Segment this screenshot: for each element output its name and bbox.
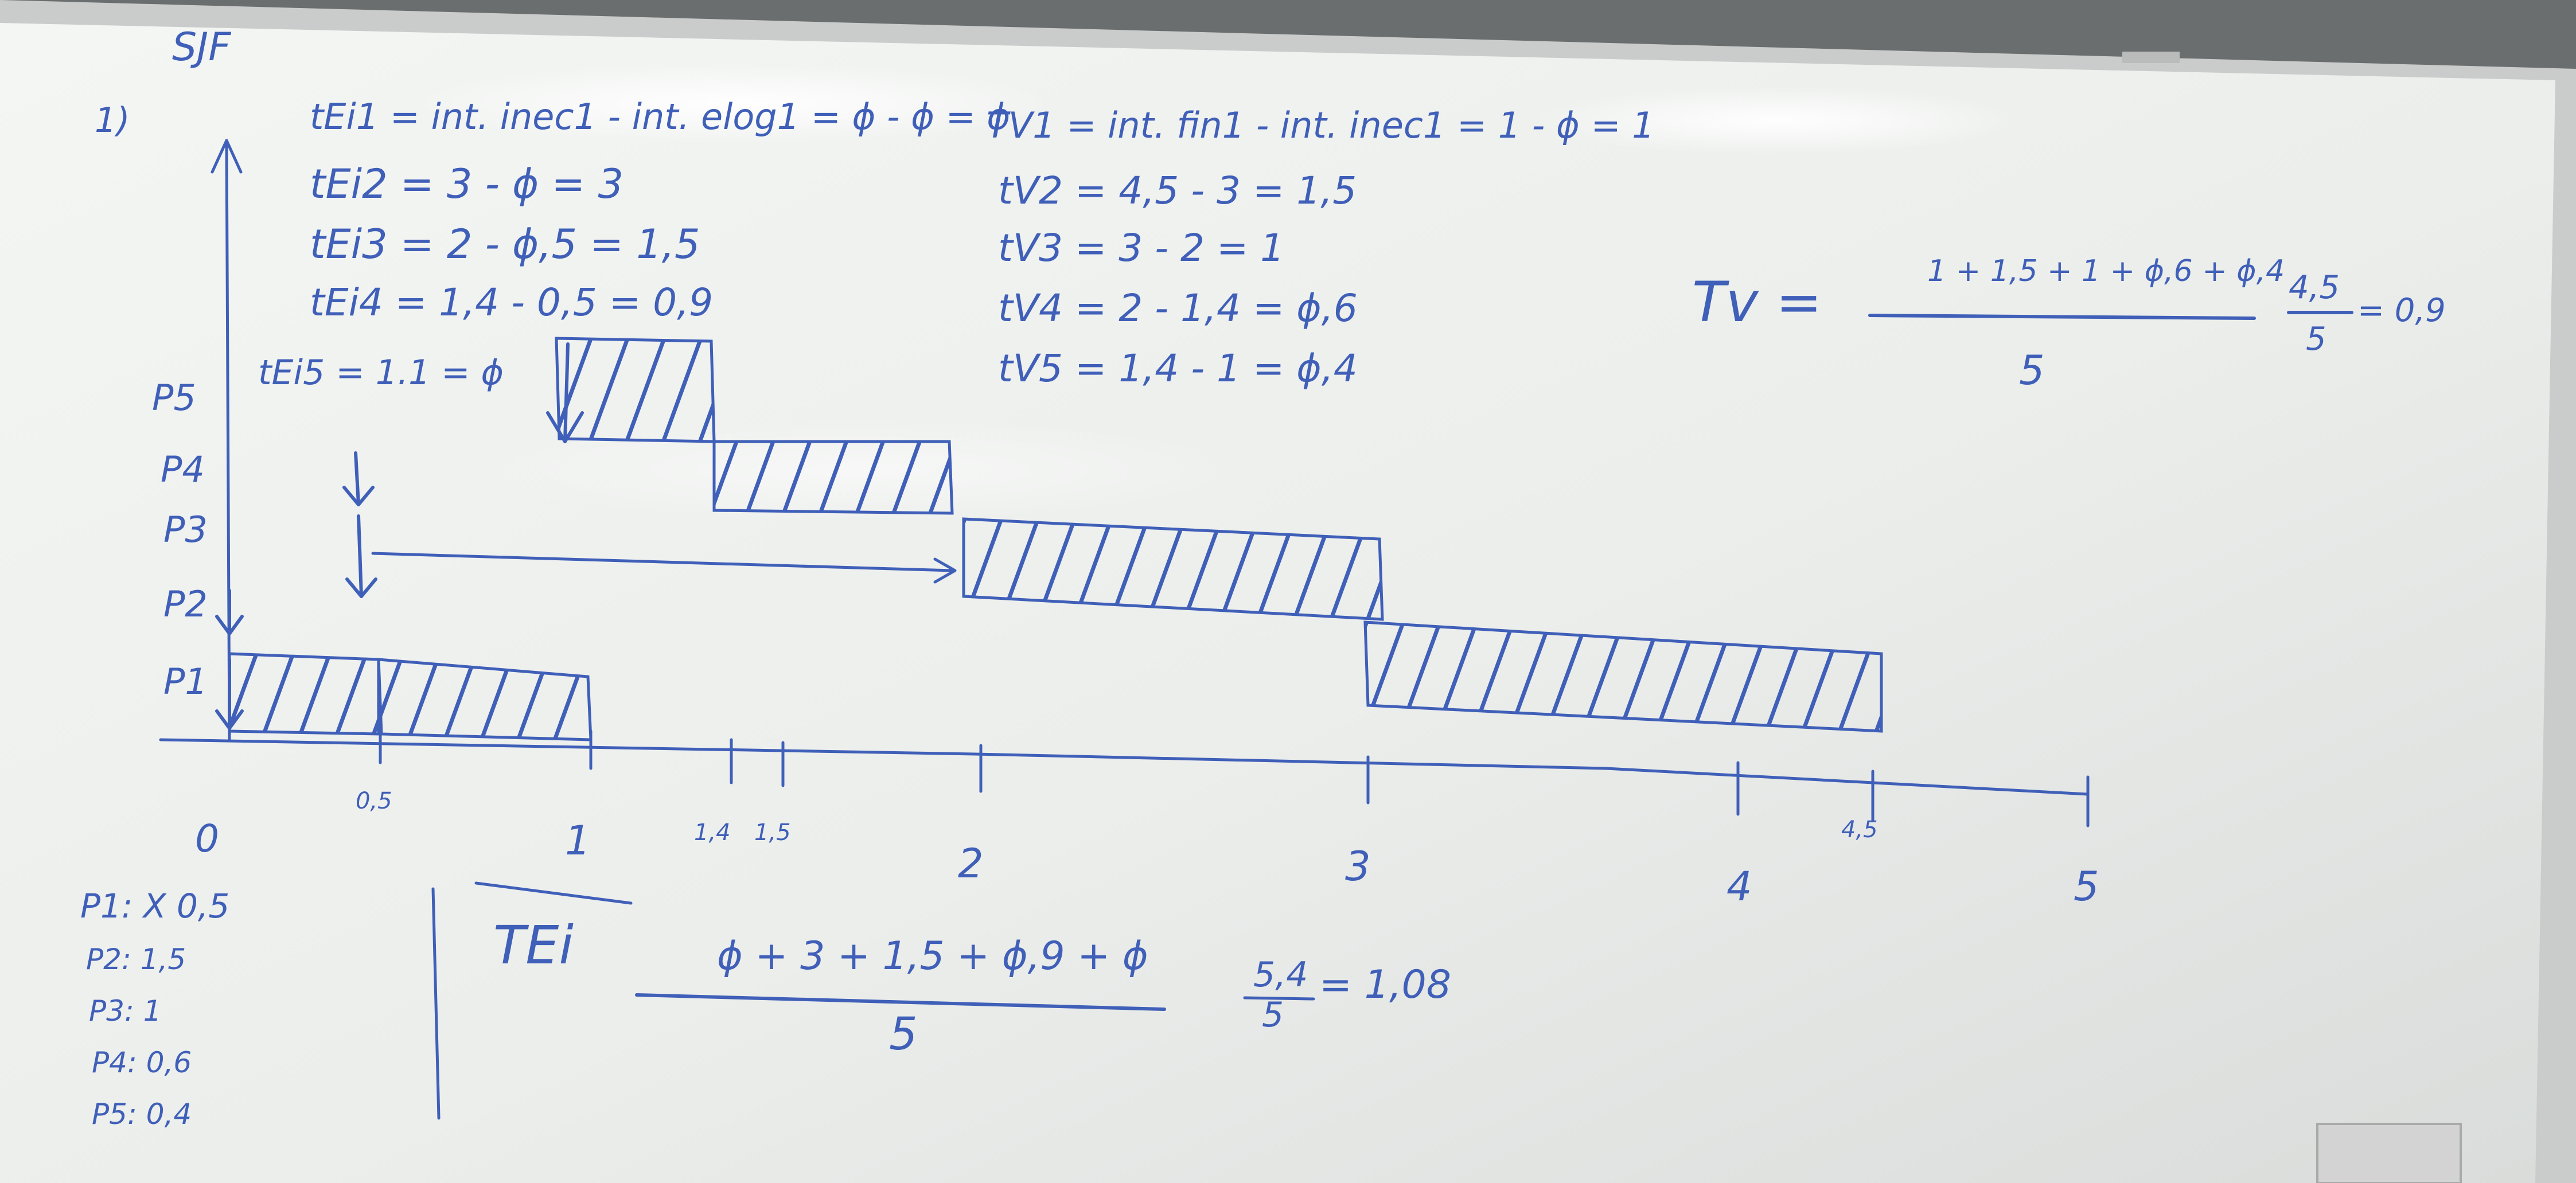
- gantt-diagram: P5 P4 P3 P2 P1: [152, 139, 2099, 910]
- tick-label: 4: [1727, 863, 1752, 910]
- tei-mid-num: 5,4: [1253, 955, 1308, 995]
- process-label: P5: [152, 377, 196, 419]
- turnaround-times: TV1 = int. fin1 - int. inec1 = 1 - ϕ = 1…: [987, 104, 1655, 391]
- wait-line: tEi5 = 1.1 = ϕ: [258, 353, 504, 393]
- heading: SJF: [172, 25, 231, 70]
- glare: [1531, 86, 2025, 155]
- tv-lhs: Tv =: [1692, 270, 1822, 334]
- tv-result-num: 4,5: [2289, 269, 2340, 306]
- tick-label: 1,4: [694, 819, 731, 846]
- board-clip: [2122, 52, 2180, 63]
- gantt-bar-p4: [712, 440, 954, 515]
- tick-label: 4,5: [1841, 817, 1878, 843]
- arrow-head: [933, 557, 957, 584]
- gantt-bar-p2: [1363, 620, 1883, 733]
- tick-label: 0: [195, 817, 219, 861]
- tei-lhs: TEi: [493, 915, 574, 976]
- turnaround-line: tV4 = 2 - 1,4 = ϕ,6: [998, 286, 1358, 330]
- turnaround-line: TV1 = int. fin1 - int. inec1 = 1 - ϕ = 1: [987, 104, 1655, 146]
- tick-label: 0,5: [356, 788, 392, 814]
- tv-result: = 0,9: [2357, 292, 2446, 329]
- tei-numerator: ϕ + 3 + 1,5 + ϕ,9 + ϕ: [717, 934, 1148, 979]
- arrival-line: P1: X 0,5: [80, 887, 229, 926]
- gantt-bar-p3: [962, 517, 1384, 621]
- overbar: [474, 881, 633, 905]
- arrow-head: [211, 139, 243, 174]
- marker-tray: [2316, 1123, 2462, 1183]
- time-axis: [159, 738, 2090, 796]
- wait-line: tEi1 = int. inec1 - int. elog1 = ϕ - ϕ =…: [310, 96, 1010, 138]
- wait-arrow: [371, 552, 954, 572]
- turnaround-line: tV3 = 3 - 2 = 1: [998, 226, 1284, 270]
- process-label: P1: [163, 661, 208, 702]
- tick-label: 3: [1345, 843, 1371, 890]
- tick-label: 1: [565, 817, 591, 864]
- process-label: P4: [161, 448, 205, 490]
- tei-result: = 1,08: [1319, 962, 1451, 1008]
- tv-numerator: 1 + 1,5 + 1 + ϕ,6 + ϕ,4: [1927, 254, 2285, 288]
- arrival-arrows: [215, 342, 584, 730]
- glare: [413, 63, 1055, 143]
- wait-line: tEi3 = 2 - ϕ,5 = 1,5: [310, 221, 700, 268]
- tick-marks: [379, 724, 2090, 827]
- wait-times: tEi1 = int. inec1 - int. elog1 = ϕ - ϕ =…: [258, 96, 1010, 393]
- tick-label: 1,5: [754, 819, 791, 846]
- tei-mid-den: 5: [1262, 995, 1284, 1035]
- tick-label: 5: [2074, 863, 2099, 910]
- y-axis: [225, 139, 231, 741]
- fraction-bar: [1868, 314, 2256, 320]
- tv-result-den: 5: [2306, 321, 2326, 358]
- arrival-line: P4: 0,6: [92, 1046, 192, 1079]
- tei-denominator: 5: [889, 1009, 918, 1060]
- tv-denominator: 5: [2019, 347, 2045, 394]
- arrival-line: P3: 1: [89, 994, 162, 1028]
- turnaround-average: Tv = 1 + 1,5 + 1 + ϕ,6 + ϕ,4 5 4,5 5 = 0…: [1692, 254, 2446, 394]
- wait-line: tEi2 = 3 - ϕ = 3: [310, 161, 623, 208]
- divider: [431, 887, 441, 1120]
- gantt-bar-p1-part1: [228, 652, 380, 736]
- turnaround-line: tV2 = 4,5 - 3 = 1,5: [998, 169, 1357, 213]
- tick-label: 2: [958, 840, 984, 887]
- arrivals-list: P1: X 0,5 P2: 1,5 P3: 1 P4: 0,6 P5: 0,4: [80, 887, 229, 1131]
- fraction-bar: [1243, 996, 1315, 1001]
- wait-average: TEi ϕ + 3 + 1,5 + ϕ,9 + ϕ 5 5,4 5 = 1,08: [474, 881, 1451, 1060]
- gantt-bar-p5: [555, 337, 716, 443]
- arrival-line: P2: 1,5: [86, 943, 186, 976]
- item-number: 1): [95, 100, 130, 140]
- fraction-bar: [635, 993, 1166, 1011]
- turnaround-line: tV5 = 1,4 - 1 = ϕ,4: [998, 346, 1358, 391]
- wait-line: tEi4 = 1,4 - 0,5 = 0,9: [310, 280, 713, 325]
- process-label: P3: [163, 509, 208, 550]
- arrival-line: P5: 0,4: [92, 1098, 192, 1131]
- process-label: P2: [163, 583, 208, 625]
